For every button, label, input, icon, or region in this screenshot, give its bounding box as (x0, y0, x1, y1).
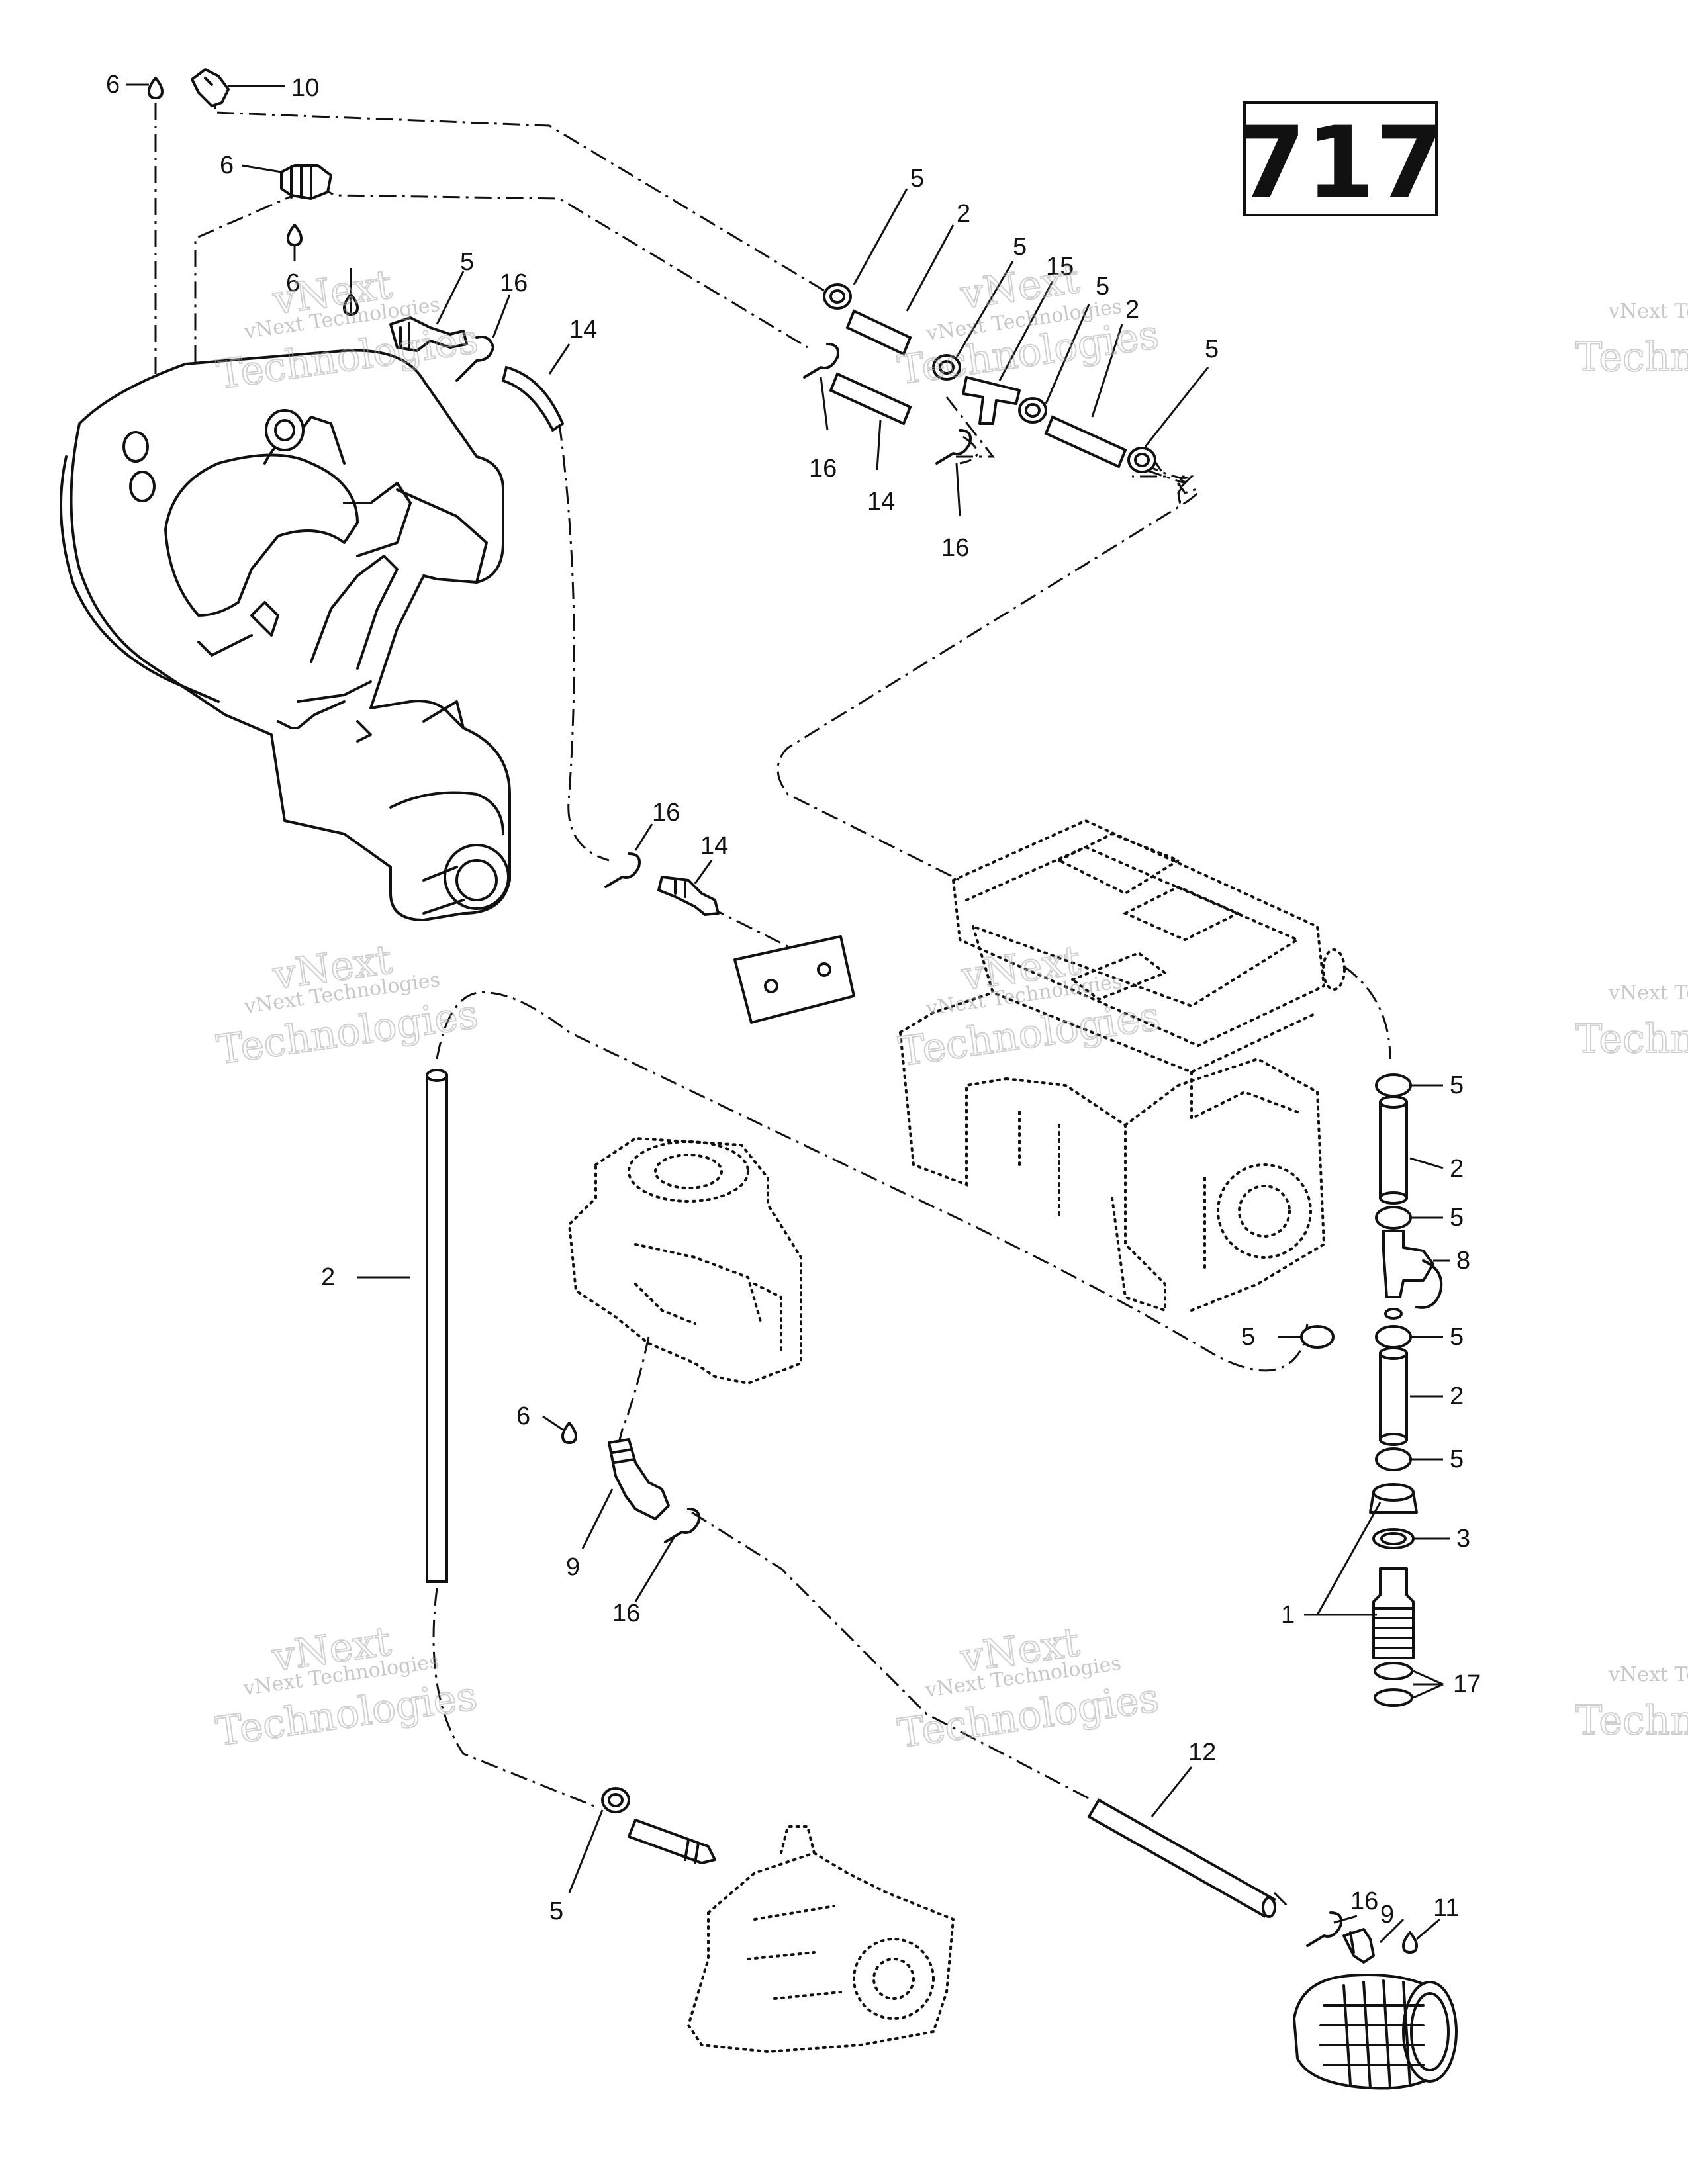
hose-clamps (601, 283, 1412, 1813)
callout-5-a: 5 (910, 165, 924, 193)
callout-16-b: 16 (809, 455, 837, 482)
callout-7-b: 6 (286, 269, 300, 297)
right-vertical-assembly (1369, 1095, 1443, 1707)
callout-2-e: 2 (321, 1263, 335, 1291)
strainer-11 (1293, 1974, 1458, 2090)
elbow-fitting-6 (280, 164, 332, 200)
callout-1: 1 (1281, 1601, 1295, 1629)
callout-16-e: 16 (612, 1600, 640, 1627)
watermark-top-left: vNext vNext Technologies Technologies (213, 261, 481, 399)
lower-pump-dotted (686, 1825, 955, 2054)
watermark-mid-center: vNext vNext Technologies Technologies (896, 936, 1164, 1076)
callout-5-b: 5 (1013, 233, 1027, 261)
page-number-badge: 717 (1237, 101, 1444, 221)
callout-2-a: 2 (957, 200, 970, 228)
callout-2-c: 2 (1450, 1155, 1464, 1183)
svg-text:vNext Technologies: vNext Technologies (1608, 1663, 1688, 1686)
callout-16-a: 16 (500, 269, 528, 297)
callout-13-a: 14 (569, 316, 597, 343)
elbow-fitting-9-center (608, 1438, 670, 1520)
watermark-mid-left: vNext vNext Technologies Technologies (213, 936, 481, 1074)
callout-5-j: 5 (549, 1897, 563, 1925)
long-hose-2 (426, 1069, 448, 1583)
exhaust-manifold (60, 349, 511, 921)
page-number: 717 (1237, 106, 1444, 221)
watermark-right-edge: vNext Technologies Technologies vNext Te… (1575, 300, 1688, 1745)
callout-7-c: 6 (516, 1402, 530, 1430)
callout-13-b: 14 (867, 488, 895, 516)
pump-housing-dotted (567, 1136, 802, 1385)
small-fitting-4 (389, 316, 468, 352)
elbow-fitting-10 (191, 68, 230, 107)
svg-text:vNext Technologies: vNext Technologies (1608, 981, 1688, 1005)
callout-5-i: 5 (1450, 1445, 1464, 1473)
tee-fitting-15 (962, 376, 1021, 425)
short-hoses (501, 309, 1127, 469)
svg-text:Technologies: Technologies (1575, 1016, 1688, 1062)
watermark-low-left: vNext vNext Technologies Technologies (212, 1617, 481, 1756)
callout-5-h: 5 (1450, 1323, 1464, 1351)
callout-5-e: 5 (1450, 1071, 1464, 1099)
callout-12: 12 (1188, 1739, 1216, 1766)
callout-5-f: 5 (1450, 1204, 1464, 1232)
callout-9-b: 9 (1380, 1901, 1394, 1929)
callout-labels: 6 10 6 6 5 16 14 5 2 5 15 5 2 5 16 14 16… (106, 71, 1481, 1929)
callout-14: 14 (700, 832, 728, 860)
callout-17: 17 (1453, 1670, 1481, 1698)
callout-3: 3 (1456, 1525, 1470, 1553)
callout-4: 5 (460, 248, 474, 276)
sealant-drops (148, 77, 1418, 1954)
leader-lines (126, 83, 1450, 1944)
shaft-fitting (628, 1819, 716, 1864)
callout-5-d: 5 (1205, 336, 1219, 363)
callout-16-d: 16 (652, 799, 680, 827)
callout-11: 11 (1433, 1894, 1459, 1922)
callout-16-c: 16 (941, 534, 969, 562)
callout-7-a: 6 (106, 71, 120, 99)
callout-5-g: 5 (1241, 1323, 1255, 1351)
svg-text:vNext Technologies: vNext Technologies (1608, 300, 1688, 323)
callout-15: 15 (1046, 253, 1074, 281)
engine-dotted (899, 819, 1346, 1312)
callout-16-f: 16 (1350, 1888, 1378, 1915)
callout-6: 6 (220, 152, 234, 179)
svg-text:Technologies: Technologies (1575, 1698, 1688, 1744)
callout-5-c: 5 (1096, 273, 1109, 300)
watermark-low-center: vNext vNext Technologies Technologies (894, 1618, 1162, 1758)
snap-clamps (455, 336, 1342, 1947)
callout-9-a: 9 (566, 1553, 580, 1581)
callout-8: 8 (1456, 1247, 1470, 1275)
svg-text:Technologies: Technologies (1575, 334, 1688, 381)
callout-2-b: 2 (1125, 296, 1139, 324)
long-hose-12 (1087, 1798, 1276, 1918)
barbed-fitting-14 (657, 876, 720, 916)
mounting-plate (733, 935, 855, 1024)
callout-2-d: 2 (1450, 1383, 1464, 1410)
elbow-fitting-9-lower (1342, 1928, 1375, 1964)
callout-10: 10 (291, 74, 319, 102)
watermark-top-center: vNext vNext Technologies Technologies (894, 255, 1162, 394)
